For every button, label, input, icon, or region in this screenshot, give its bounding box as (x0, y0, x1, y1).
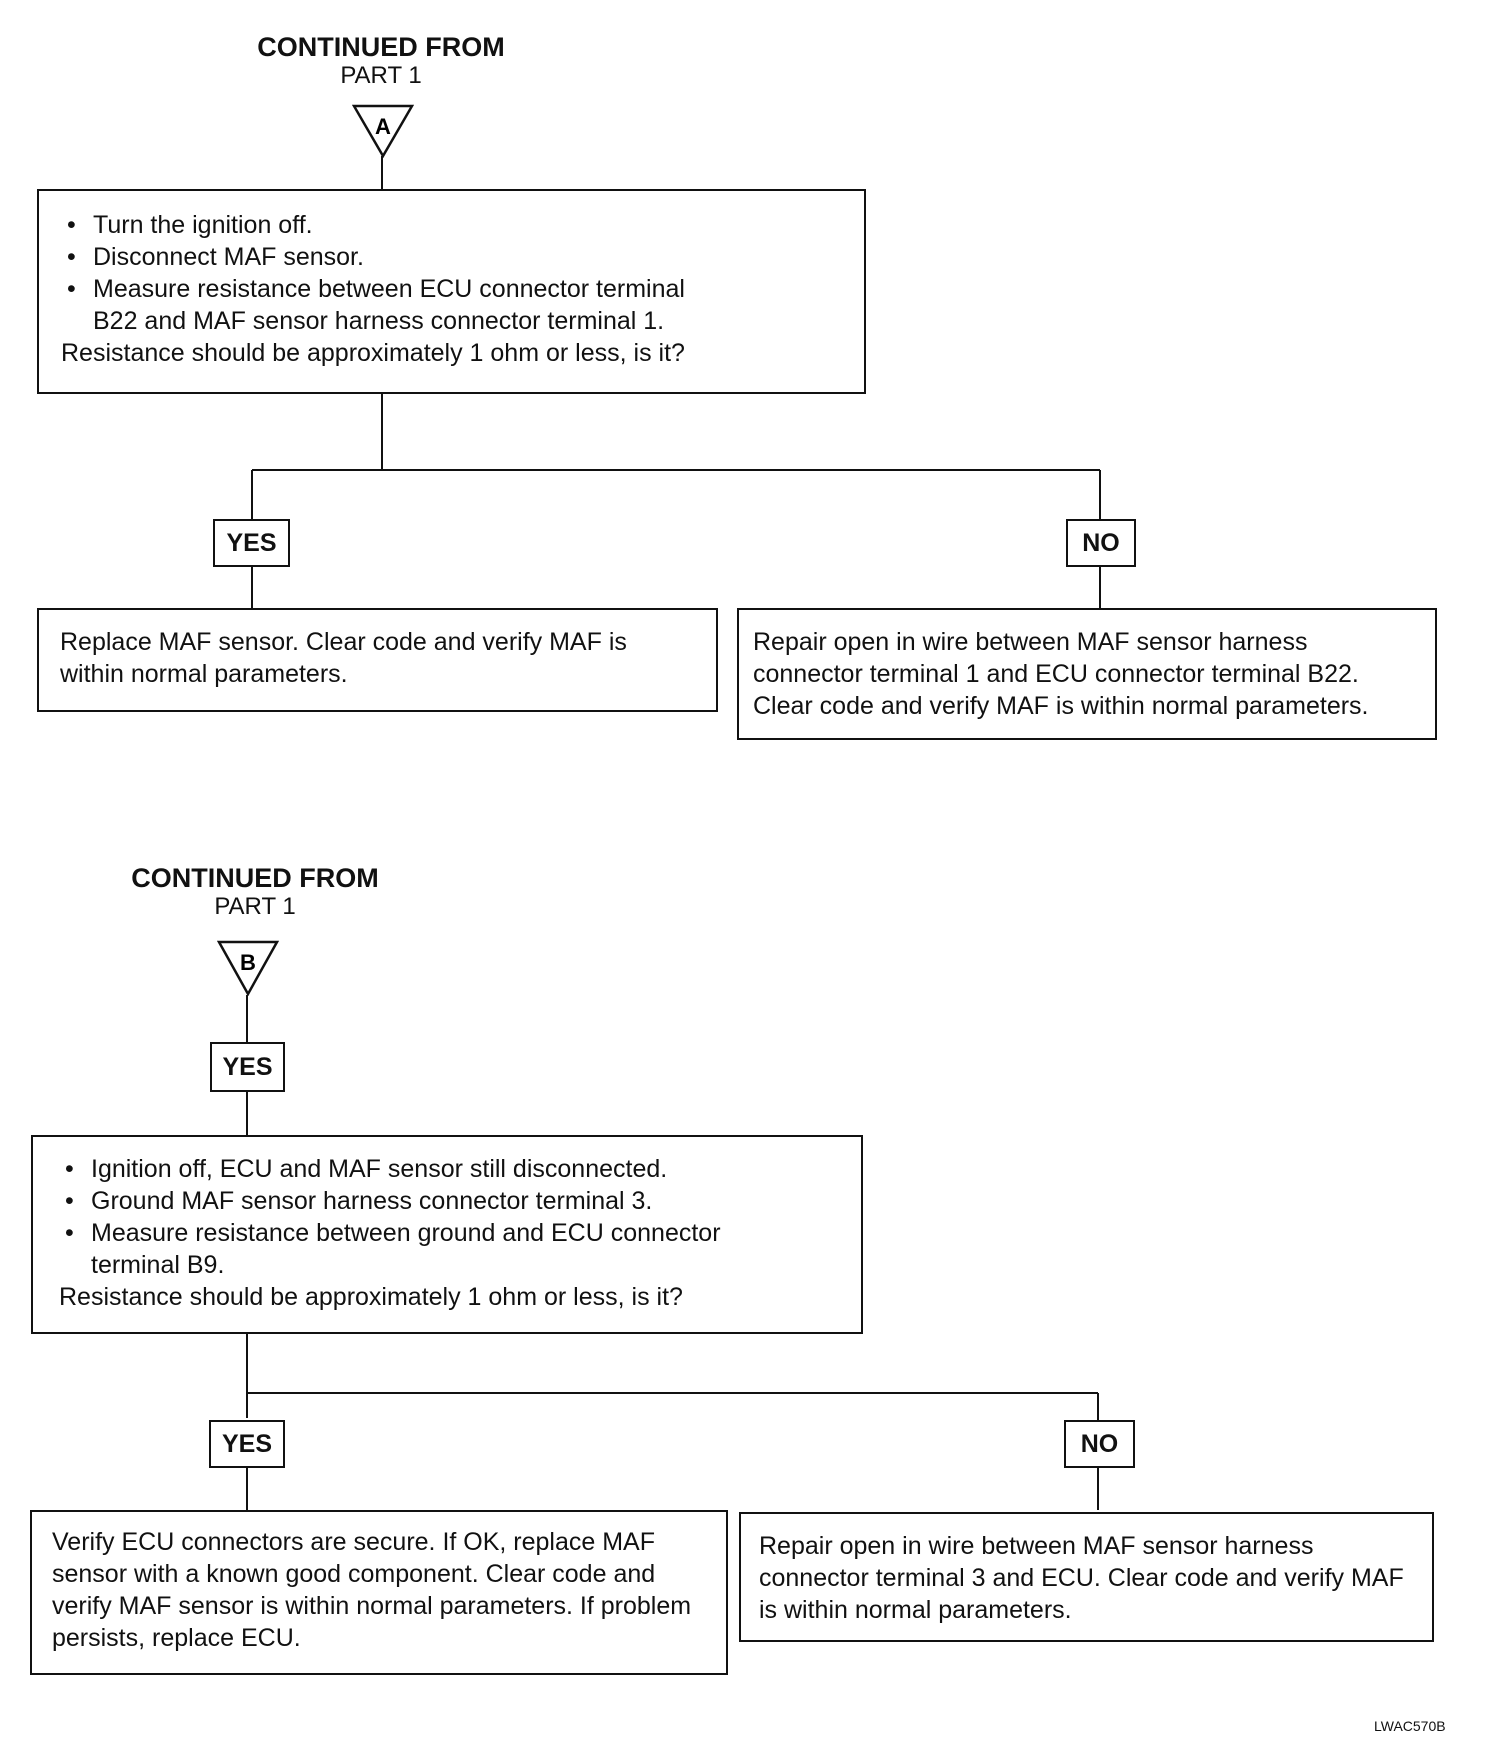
part-a-offpage-connector: A (352, 104, 414, 158)
part-a-heading-subtitle: PART 1 (340, 62, 422, 89)
part-a-step-item: Turn the ignition off. (61, 209, 842, 241)
part-a-yes-label: YES (213, 519, 290, 567)
part-b-step-list: Ignition off, ECU and MAF sensor still d… (59, 1153, 835, 1281)
part-b-step-item: Measure resistance between ground and EC… (59, 1217, 835, 1281)
part-b-entry-yes-label: YES (210, 1042, 285, 1092)
part-a-yes-result-box: Replace MAF sensor. Clear code and verif… (37, 608, 718, 712)
part-b-step-question: Resistance should be approximately 1 ohm… (59, 1283, 683, 1311)
part-a-no-result-text: Repair open in wire between MAF sensor h… (753, 628, 1369, 720)
part-b-connector-letter: B (240, 950, 256, 975)
part-b-heading: CONTINUED FROM PART 1 (110, 863, 400, 921)
figure-reference: LWAC570B (1374, 1718, 1446, 1734)
part-b-step-item: Ground MAF sensor harness connector term… (59, 1185, 835, 1217)
part-a-step-box: Turn the ignition off. Disconnect MAF se… (37, 189, 866, 394)
part-b-step-box: Ignition off, ECU and MAF sensor still d… (31, 1135, 863, 1334)
part-a-heading: CONTINUED FROM PART 1 (236, 32, 526, 90)
part-b-heading-title: CONTINUED FROM (131, 863, 379, 893)
part-b-no-result-text: Repair open in wire between MAF sensor h… (759, 1532, 1404, 1624)
part-b-offpage-connector: B (217, 940, 279, 996)
part-b-step-item: Ignition off, ECU and MAF sensor still d… (59, 1153, 835, 1185)
part-a-step-list: Turn the ignition off. Disconnect MAF se… (61, 209, 842, 337)
part-b-yes-result-text: Verify ECU connectors are secure. If OK,… (52, 1528, 692, 1652)
part-a-no-label: NO (1066, 519, 1136, 567)
part-b-no-label: NO (1064, 1420, 1135, 1468)
part-b-yes-label: YES (209, 1420, 285, 1468)
part-a-step-item: Measure resistance between ECU connector… (61, 273, 842, 337)
part-a-yes-result-text: Replace MAF sensor. Clear code and verif… (60, 628, 627, 688)
part-b-heading-subtitle: PART 1 (214, 893, 296, 920)
part-a-connector-letter: A (375, 114, 391, 139)
part-a-no-result-box: Repair open in wire between MAF sensor h… (737, 608, 1437, 740)
part-b-no-result-box: Repair open in wire between MAF sensor h… (739, 1512, 1434, 1642)
part-a-step-question: Resistance should be approximately 1 ohm… (61, 339, 685, 367)
part-a-heading-title: CONTINUED FROM (257, 32, 505, 62)
part-b-yes-result-box: Verify ECU connectors are secure. If OK,… (30, 1510, 728, 1675)
part-a-step-item: Disconnect MAF sensor. (61, 241, 842, 273)
